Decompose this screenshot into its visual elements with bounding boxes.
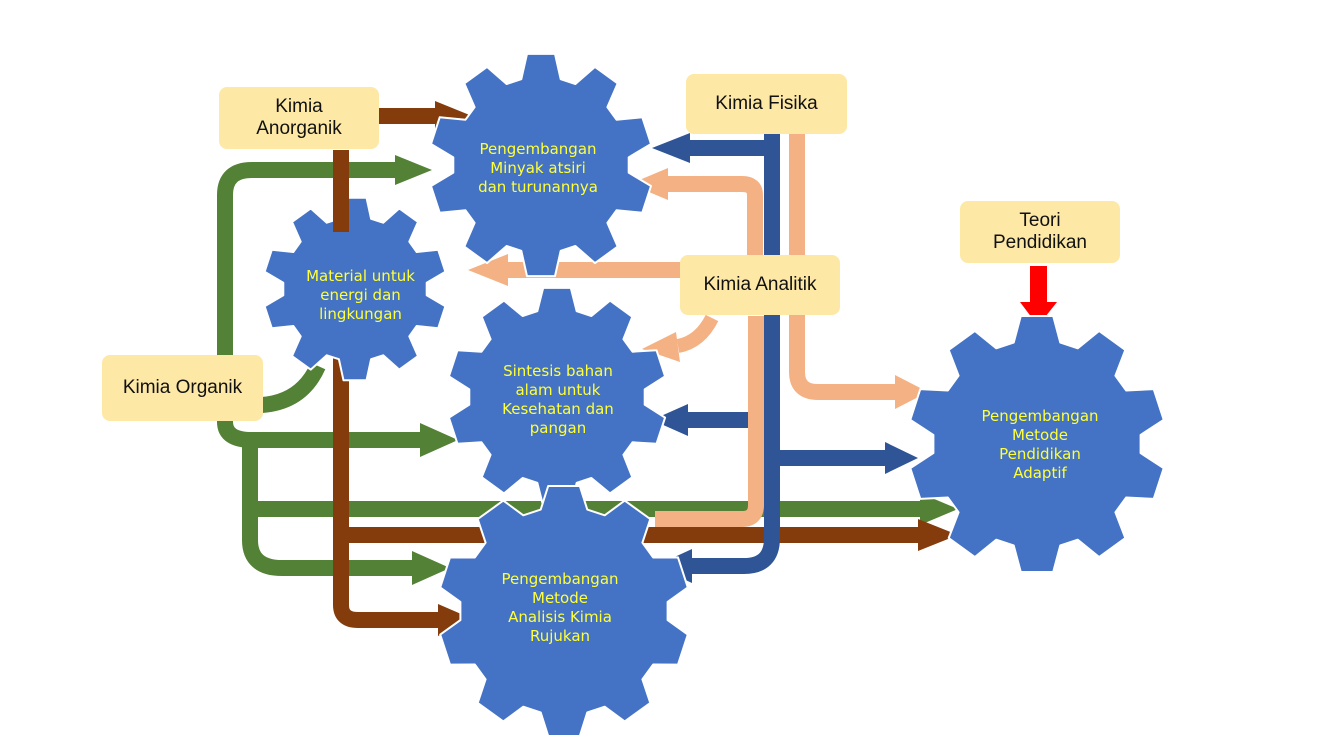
arrowhead-organik-minyak xyxy=(395,155,432,185)
gear-label-metode-analisis: Pengembangan Metode Analisis Kimia Rujuk… xyxy=(501,569,619,645)
flow-fisika-trunk xyxy=(692,134,780,574)
arrowhead-organik-metode-pendidikan xyxy=(920,493,958,525)
analitik-flows xyxy=(468,134,928,527)
arrowhead-teori-metode-pendidikan xyxy=(1020,302,1057,326)
arrowhead-analitik-metode-pendidikan xyxy=(895,375,928,409)
source-box-kimia-organik: Kimia Organik xyxy=(102,355,263,421)
source-box-teori-pendidikan: Teori Pendidikan xyxy=(960,201,1120,263)
source-box-kimia-fisika: Kimia Fisika xyxy=(686,74,847,134)
flow-organik-to-minyak xyxy=(217,162,395,360)
flow-analitik-to-sintesis xyxy=(676,314,719,353)
flow-analitik-to-metode-pendidikan xyxy=(789,134,895,400)
flow-organik-to-material xyxy=(261,362,326,413)
organik-flows xyxy=(217,155,958,585)
source-box-kimia-anorganik: Kimia Anorganik xyxy=(219,87,379,149)
source-box-kimia-analitik: Kimia Analitik xyxy=(680,255,840,315)
arrowhead-fisika-sintesis xyxy=(652,404,688,436)
flow-analitik-to-minyak xyxy=(668,176,763,255)
gears-layer xyxy=(263,52,1165,737)
gear-material-energi xyxy=(263,196,447,382)
gear-label-material-energi: Material untuk energi dan lingkungan xyxy=(306,266,415,323)
gear-minyak-atsiri xyxy=(430,52,652,278)
arrowhead-fisika-minyak xyxy=(652,133,690,163)
arrowhead-fisika-metode-pendidikan xyxy=(885,442,918,474)
gear-label-metode-pendidikan: Pengembangan Metode Pendidikan Adaptif xyxy=(981,406,1099,482)
gear-sintesis-bahan-alam xyxy=(447,286,667,508)
teori-flow xyxy=(1020,266,1057,326)
arrowhead-analitik-material xyxy=(468,254,508,286)
fisika-flows xyxy=(652,133,918,583)
arrowhead-anorganik-metode-analisis xyxy=(438,604,475,636)
gear-label-minyak-atsiri: Pengembangan Minyak atsiri dan turunanny… xyxy=(478,139,598,196)
gear-metode-analisis xyxy=(439,485,689,737)
flow-teori-shaft xyxy=(1030,266,1047,302)
arrowhead-analitik-sintesis xyxy=(642,332,680,362)
flow-organik-to-sintesis xyxy=(217,412,420,448)
flow-anorganik-to-metode-analisis xyxy=(333,150,438,628)
gear-metode-pendidikan xyxy=(909,315,1165,573)
arrowhead-organik-metode-analisis xyxy=(412,551,450,585)
gear-label-sintesis-bahan-alam: Sintesis bahan alam untuk Kesehatan dan … xyxy=(502,361,614,437)
arrowhead-anorganik-metode-pendidikan xyxy=(918,519,958,551)
flow-organik-to-metode-analisis xyxy=(242,440,412,576)
flow-analitik-to-metode-analisis xyxy=(655,316,764,527)
arrowhead-organik-sintesis xyxy=(420,423,458,457)
